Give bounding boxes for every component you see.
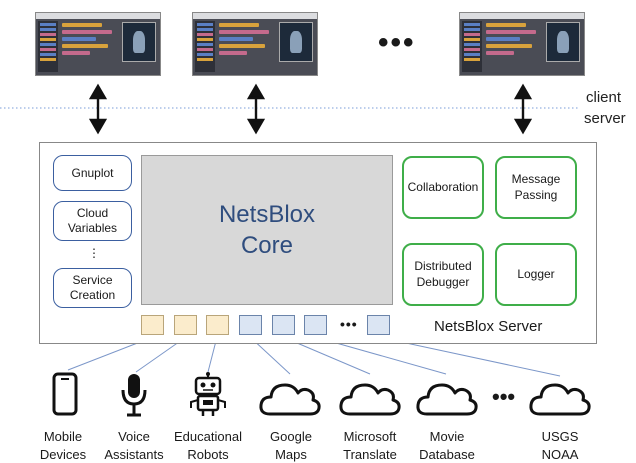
cloud-icon-microsoft-translate (339, 383, 401, 416)
robot-icon (190, 372, 226, 416)
devices-ellipsis: ••• (492, 384, 516, 409)
double-arrow-1 (88, 83, 108, 135)
cloud-icon-movie-database (416, 383, 478, 416)
device-label-mobile: Mobile Devices (39, 429, 87, 462)
collaboration-label: Collaboration (407, 179, 479, 194)
port-yellow-1 (141, 315, 164, 335)
message-passing-service: Message Passing (495, 156, 577, 219)
device-label-robots: Educational Robots (174, 429, 242, 462)
client-screenshot-3 (459, 12, 585, 76)
client-screenshot-1 (35, 12, 161, 76)
server-title: NetsBlox Server (434, 318, 543, 335)
collaboration-service: Collaboration (402, 156, 484, 219)
cloud-variables-service: Cloud Variables (53, 201, 132, 241)
service-label-movie-database: Movie Database (419, 429, 475, 462)
core-label: NetsBlox Core (218, 200, 316, 259)
logger-label: Logger (517, 266, 555, 281)
gnuplot-label: Gnuplot (71, 165, 114, 180)
phone-icon (52, 372, 78, 416)
service-label-usgs-noaa: USGS NOAA (541, 429, 579, 462)
gnuplot-service: Gnuplot (53, 155, 132, 191)
port-yellow-2 (174, 315, 197, 335)
cloud-icon-google-maps (259, 383, 321, 416)
port-blue-2 (272, 315, 295, 335)
client-screenshot-2 (192, 12, 318, 76)
port-blue-4 (367, 315, 390, 335)
device-label-voice: Voice Assistants (104, 429, 164, 462)
service-label-microsoft-translate: Microsoft Translate (343, 429, 397, 462)
service-creation-service: Service Creation (53, 268, 132, 308)
client-label: client (586, 89, 622, 106)
logger-service: Logger (495, 243, 577, 306)
ports-ellipsis: ••• (340, 316, 358, 332)
double-arrow-2 (246, 83, 266, 135)
message-passing-label: Message Passing (511, 171, 561, 202)
cloud-icon-usgs-noaa (529, 383, 591, 416)
distributed-debugger-label: Distributed Debugger (414, 258, 472, 289)
clients-ellipsis: ••• (378, 26, 416, 59)
distributed-debugger-service: Distributed Debugger (402, 243, 484, 306)
service-label-google-maps: Google Maps (270, 429, 312, 462)
server-label: server (584, 110, 626, 127)
double-arrow-3 (513, 83, 533, 135)
services-vertical-dots: ⋮ (88, 246, 100, 260)
cloud-variables-label: Cloud Variables (67, 206, 118, 235)
port-blue-3 (304, 315, 327, 335)
service-creation-label: Service Creation (69, 273, 116, 302)
microphone-icon (121, 374, 147, 417)
port-blue-1 (239, 315, 262, 335)
netsblox-core: NetsBlox Core (141, 155, 393, 305)
port-yellow-3 (206, 315, 229, 335)
